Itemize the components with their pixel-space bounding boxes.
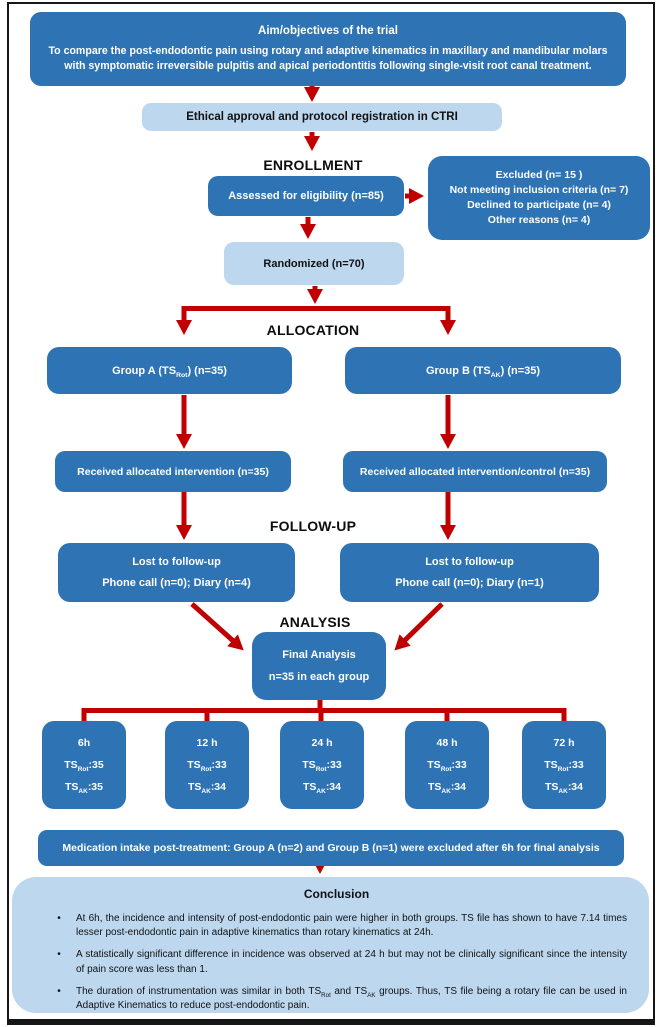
conclusion-title: Conclusion [303,887,370,901]
excluded-line: Not meeting inclusion criteria (n= 7) [449,184,629,196]
followup-b-box: Lost to follow-up Phone call (n=0); Diar… [340,543,599,602]
conclusion-bullet-1: • At 6h, the incidence and intensity of … [42,912,631,940]
timepoint-rot: TSRot:33 [427,759,467,774]
timepoint-box-72h: 72 h TSRot:33 TSAK:34 [522,721,606,809]
bullet-dot-icon: • [57,985,61,997]
arrow-followup-b-to-analysis [394,602,444,651]
final-analysis-line2: n=35 in each group [268,671,370,684]
timepoint-label: 6h [77,737,91,749]
timepoint-rot: TSRot:33 [302,759,342,774]
received-a-box: Received allocated intervention (n=35) [55,451,291,492]
followup-b-line1: Lost to follow-up [425,556,514,569]
timepoint-ak: TSAK:34 [545,781,583,796]
assessed-box: Assessed for eligibility (n=85) [208,176,404,216]
received-b-label: Received allocated intervention/control … [359,465,591,478]
timepoint-rot: TSRot:33 [544,759,584,774]
received-a-label: Received allocated intervention (n=35) [77,465,269,478]
timepoint-box-24h: 24 h TSRot:33 TSAK:34 [280,721,364,809]
excluded-box: Excluded (n= 15 ) Not meeting inclusion … [428,156,650,240]
conclusion-bullet-2: • A statistically significant difference… [42,948,631,976]
followup-b-line2: Phone call (n=0); Diary (n=1) [395,576,544,589]
aim-body-line2: with symptomatic irreversible pulpitis a… [64,59,592,72]
section-analysis: ANALYSIS [279,614,351,630]
randomized-label: Randomized (n=70) [263,257,365,270]
randomized-box: Randomized (n=70) [224,242,404,285]
arrow-followup-a-to-analysis [190,602,244,651]
section-followup: FOLLOW-UP [269,518,357,534]
followup-a-box: Lost to follow-up Phone call (n=0); Diar… [58,543,295,602]
timepoint-box-6h: 6h TSRot:35 TSAK:35 [42,721,126,809]
timepoint-ak: TSAK:34 [188,781,226,796]
group-a-box: Group A (TSRot) (n=35) [47,347,292,394]
timepoint-box-12h: 12 h TSRot:33 TSAK:34 [165,721,249,809]
conclusion-bullet-3: • The duration of instrumentation was si… [42,985,631,1013]
timepoint-rot: TSRot:35 [64,759,104,774]
followup-a-line2: Phone call (n=0); Diary (n=4) [102,576,251,589]
timepoint-ak: TSAK:34 [428,781,466,796]
timepoint-label: 12 h [196,737,218,749]
aim-body-line1: To compare the post-endodontic pain usin… [48,44,608,57]
conclusion-bullet-2-text: A statistically significant difference i… [76,949,627,975]
section-enrollment: ENROLLMENT [263,157,363,173]
aim-title: Aim/objectives of the trial [258,24,398,37]
excluded-line: Declined to participate (n= 4) [467,199,611,211]
ethical-approval-box: Ethical approval and protocol registrati… [142,103,502,131]
timepoint-label: 72 h [553,737,575,749]
conclusion-bullet-1-text: At 6h, the incidence and intensity of po… [76,913,627,939]
final-analysis-line1: Final Analysis [282,648,356,661]
timepoint-label: 24 h [311,737,333,749]
excluded-line: Other reasons (n= 4) [487,214,591,226]
timepoint-rot: TSRot:33 [187,759,227,774]
bullet-dot-icon: • [57,949,61,961]
group-b-label: Group B (TSAK) (n=35) [425,364,541,379]
received-b-box: Received allocated intervention/control … [343,451,607,492]
bullet-dot-icon: • [57,913,61,924]
timepoint-ak: TSAK:35 [65,781,103,796]
timepoint-ak: TSAK:34 [303,781,341,796]
medication-box: Medication intake post-treatment: Group … [38,830,624,866]
conclusion-bullet-3-text: The duration of instrumentation was simi… [76,985,627,1012]
assessed-label: Assessed for eligibility (n=85) [228,190,384,202]
timepoint-label: 48 h [436,737,458,749]
group-a-label: Group A (TSRot) (n=35) [112,364,227,379]
conclusion-box: Conclusion • At 6h, the incidence and in… [12,877,649,1013]
aim-box: Aim/objectives of the trial To compare t… [30,12,626,86]
timepoint-box-48h: 48 h TSRot:33 TSAK:34 [405,721,489,809]
followup-a-line1: Lost to follow-up [132,556,221,569]
ethical-approval-label: Ethical approval and protocol registrati… [186,111,458,123]
section-allocation: ALLOCATION [266,322,360,338]
final-analysis-box: Final Analysis n=35 in each group [252,632,386,700]
medication-label: Medication intake post-treatment: Group … [62,842,600,854]
group-b-box: Group B (TSAK) (n=35) [345,347,621,394]
excluded-line: Excluded (n= 15 ) [495,169,583,181]
